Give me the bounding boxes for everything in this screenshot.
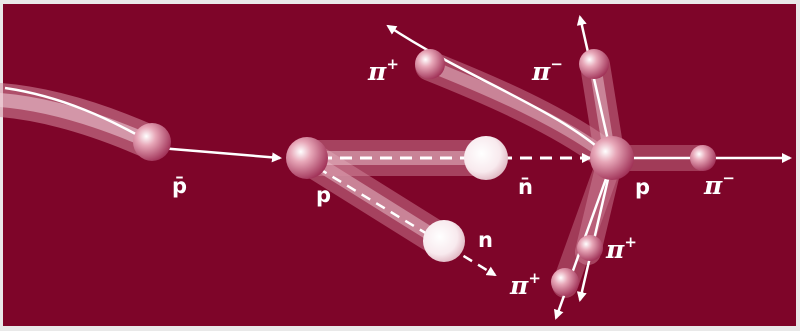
- pion-plus-lower-left-ball: [551, 268, 579, 296]
- pion-plus-lower-right-label: π+: [605, 233, 637, 264]
- pion-plus-lower-left-label: π+: [509, 269, 541, 300]
- pion-plus-upper-path: [386, 24, 611, 159]
- antineutron-label: n̄: [518, 175, 533, 199]
- pion-plus-lower-right-path: [576, 161, 614, 302]
- pion-minus-upper-label: π−: [531, 55, 563, 86]
- pion-plus-upper-label: π+: [367, 55, 399, 86]
- pion-plus-lower-right-ball: [577, 235, 603, 261]
- proton-first-ball: [286, 137, 328, 179]
- pion-minus-right-ball: [690, 145, 716, 171]
- pion-minus-upper-ball: [579, 49, 609, 79]
- antiproton-ball: [133, 123, 171, 161]
- proton-second-label: p: [635, 175, 650, 199]
- antineutron-ball: [464, 136, 508, 180]
- pion-minus-right-label: π−: [703, 169, 735, 200]
- proton-first-label: p: [316, 183, 331, 207]
- pion-minus-upper-path: [576, 15, 614, 159]
- pion-plus-upper-ball: [415, 49, 445, 79]
- particle-labels: p̄ p n̄ n p π+ π− π− π+ π+: [172, 55, 735, 300]
- pion-plus-upper-track: [415, 51, 625, 173]
- proton-second-ball: [590, 136, 634, 180]
- particle-balls: [133, 49, 716, 296]
- neutron-path: [317, 166, 497, 277]
- neutron-track: [295, 143, 457, 257]
- background-panel: [3, 4, 796, 326]
- antiproton-label: p̄: [172, 174, 187, 198]
- neutron-ball: [423, 220, 465, 262]
- neutron-label: n: [478, 228, 493, 252]
